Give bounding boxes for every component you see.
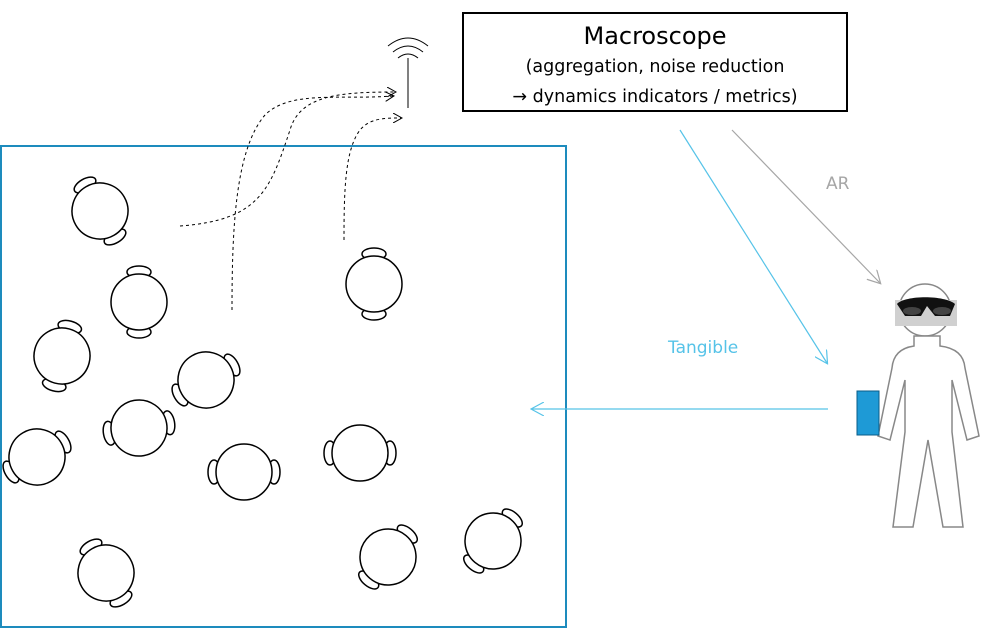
person-figure [323,424,397,482]
macroscope-line-2: → dynamics indicators / metrics) [512,87,798,107]
person-figure [102,399,176,457]
macroscope-line-1: (aggregation, noise reduction [525,57,785,77]
macroscope-title: Macroscope [583,22,727,50]
tangible-arrow-down [679,129,827,363]
antenna-icon [387,37,429,108]
person-figure [2,428,72,486]
person-figure [207,443,281,501]
person-figure [33,319,91,393]
person-figures [2,176,524,608]
person-figure [462,508,524,574]
crowd-area [0,145,567,628]
person-icon [856,283,980,528]
tablet-icon [856,390,880,436]
signal-path-1 [179,92,395,227]
person-figure [357,524,419,590]
person-figure [110,265,168,339]
macroscope-box: Macroscope (aggregation, noise reduction… [462,12,848,112]
observer-body [877,335,980,528]
tangible-label: Tangible [668,338,739,358]
ar-arrow [731,129,880,283]
person-figure [77,538,135,608]
signal-path-3 [343,118,401,241]
signal-paths [179,92,401,311]
ar-label: AR [826,174,850,194]
person-figure [345,247,403,321]
person-figure [171,351,241,409]
glasses-icon [895,297,957,326]
person-figure [71,176,129,246]
